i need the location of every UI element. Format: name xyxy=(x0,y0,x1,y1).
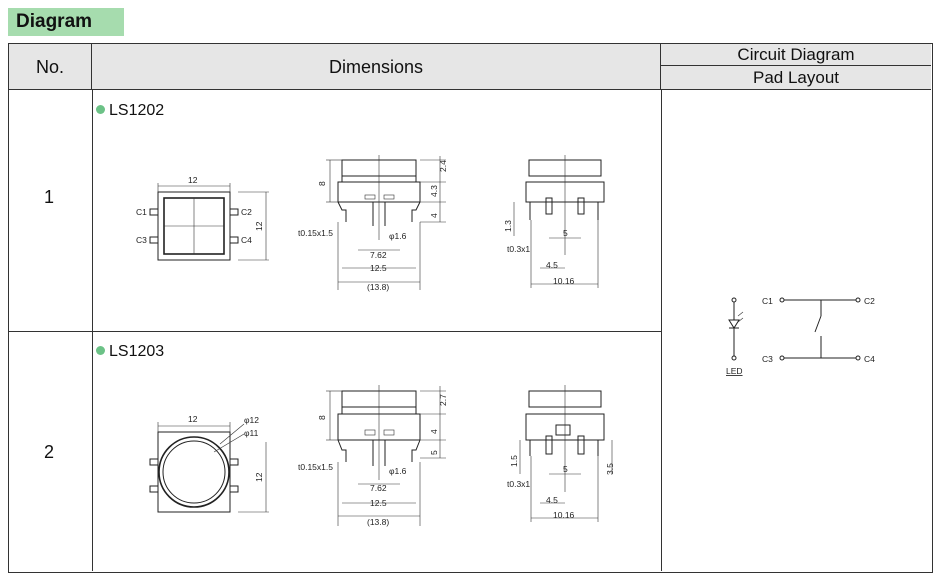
row-1-model-name: LS1202 xyxy=(109,102,165,119)
dim-w1: 7.62 xyxy=(370,250,387,260)
dim-w3: (13.8) xyxy=(367,517,389,527)
ls1203-front-outer xyxy=(157,431,231,513)
dim-width: 12 xyxy=(188,175,198,185)
circuit-c1: C1 xyxy=(762,296,773,306)
dim-h2: 2.7 xyxy=(438,394,448,406)
dim-h4: 4 xyxy=(429,213,439,218)
ls1203-front-view: 12 φ12 φ11 12 xyxy=(149,414,269,513)
green-dot-icon xyxy=(96,105,105,114)
circuit-c4: C4 xyxy=(864,354,875,364)
dim-h-right: 3.5 xyxy=(605,463,615,475)
header-circuit-label: Circuit Diagram xyxy=(737,45,855,64)
ls1202-side-view-a: 2.4 4.3 4 8 t0.15x1.5 φ1.6 7.62 12.5 (13… xyxy=(298,155,448,292)
ls1203-side-view-a: 2.7 4 5 8 t0.15x1.5 φ1.6 7.62 12.5 (13.8… xyxy=(298,385,448,527)
header-no: No. xyxy=(9,44,92,90)
dim-w1: 4.5 xyxy=(546,495,558,505)
dim-w1: 7.62 xyxy=(370,483,387,493)
circuit-diagram: LED C1 C2 C3 C4 xyxy=(726,296,875,376)
header-pad-label: Pad Layout xyxy=(752,68,839,87)
row-2-model-name: LS1203 xyxy=(109,343,165,360)
diagram-table: No. Dimensions Circuit Diagram Pad Layou… xyxy=(8,43,933,573)
header-dimensions: Dimensions xyxy=(92,44,661,90)
led-label: LED xyxy=(726,366,743,376)
dim-hole: φ1.6 xyxy=(389,466,407,476)
switch-contact-icon xyxy=(814,315,822,333)
ls1203-side-view-b: 1.5 5 3.5 t0.3x1 4.5 10.16 xyxy=(507,385,615,522)
dim-pitch: 5 xyxy=(563,464,568,474)
row-1-model: LS1202 xyxy=(96,102,164,120)
dim-h1: 8 xyxy=(317,181,327,186)
dim-hole: φ1.6 xyxy=(389,231,407,241)
ls1202-front-view: C1 C3 C2 C4 12 12 xyxy=(136,175,269,261)
row-2-model: LS1203 xyxy=(96,343,164,361)
section-title: Diagram xyxy=(8,8,124,36)
led-terminal-bottom xyxy=(731,355,737,361)
dim-w2: 10.16 xyxy=(553,510,575,520)
dim-pin: t0.3x1 xyxy=(507,244,530,254)
dim-height: 12 xyxy=(254,472,264,482)
col-divider-1 xyxy=(92,90,93,571)
dim-h4: 5 xyxy=(429,450,439,455)
dim-d-outer: φ12 xyxy=(244,415,259,425)
dim-w3: (13.8) xyxy=(367,282,389,292)
header-no-label: No. xyxy=(35,57,64,77)
dim-width: 12 xyxy=(188,414,198,424)
label-c3: C3 xyxy=(136,235,147,245)
dim-pin: t0.15x1.5 xyxy=(298,462,333,472)
header-pad-layout: Pad Layout xyxy=(661,66,931,90)
ls1202-front-outer xyxy=(157,191,231,261)
ls1202-pin-c1 xyxy=(149,208,159,216)
label-c1: C1 xyxy=(136,207,147,217)
dim-pin: t0.15x1.5 xyxy=(298,228,333,238)
row-divider xyxy=(9,331,661,332)
dim-d-inner: φ11 xyxy=(244,428,259,438)
header-dimensions-label: Dimensions xyxy=(328,57,424,77)
led-diode-icon xyxy=(728,319,740,329)
dim-w2: 10.16 xyxy=(553,276,575,286)
ls1202-pin-c4 xyxy=(229,236,239,244)
ls1203-cap-outer xyxy=(158,436,230,508)
green-dot-icon xyxy=(96,346,105,355)
dim-h: 1.5 xyxy=(509,455,519,467)
dim-h3: 4.3 xyxy=(429,185,439,197)
dim-height: 12 xyxy=(254,221,264,231)
dim-w2: 12.5 xyxy=(370,263,387,273)
dim-w1: 4.5 xyxy=(546,260,558,270)
header-circuit-diagram: Circuit Diagram xyxy=(661,44,931,66)
circuit-c3: C3 xyxy=(762,354,773,364)
ls1202-side-view-b: 1.3 5 t0.3x1 4.5 10.16 xyxy=(503,155,605,288)
label-c4: C4 xyxy=(241,235,252,245)
circuit-c2: C2 xyxy=(864,296,875,306)
dim-h1: 8 xyxy=(317,415,327,420)
row-1-number: 1 xyxy=(44,187,55,207)
ls1203-cap-inner xyxy=(162,440,226,504)
dim-h2: 2.4 xyxy=(438,160,448,172)
dim-h3: 4 xyxy=(429,429,439,434)
ls1202-pin-c3 xyxy=(149,236,159,244)
ls1202-pin-c2 xyxy=(229,208,239,216)
dim-pitch: 5 xyxy=(563,228,568,238)
dim-h: 1.3 xyxy=(503,220,513,232)
dim-pin: t0.3x1 xyxy=(507,479,530,489)
label-c2: C2 xyxy=(241,207,252,217)
led-terminal-top xyxy=(731,297,737,303)
row-2-number: 2 xyxy=(44,442,55,462)
dim-w2: 12.5 xyxy=(370,498,387,508)
col-divider-2 xyxy=(661,90,662,571)
